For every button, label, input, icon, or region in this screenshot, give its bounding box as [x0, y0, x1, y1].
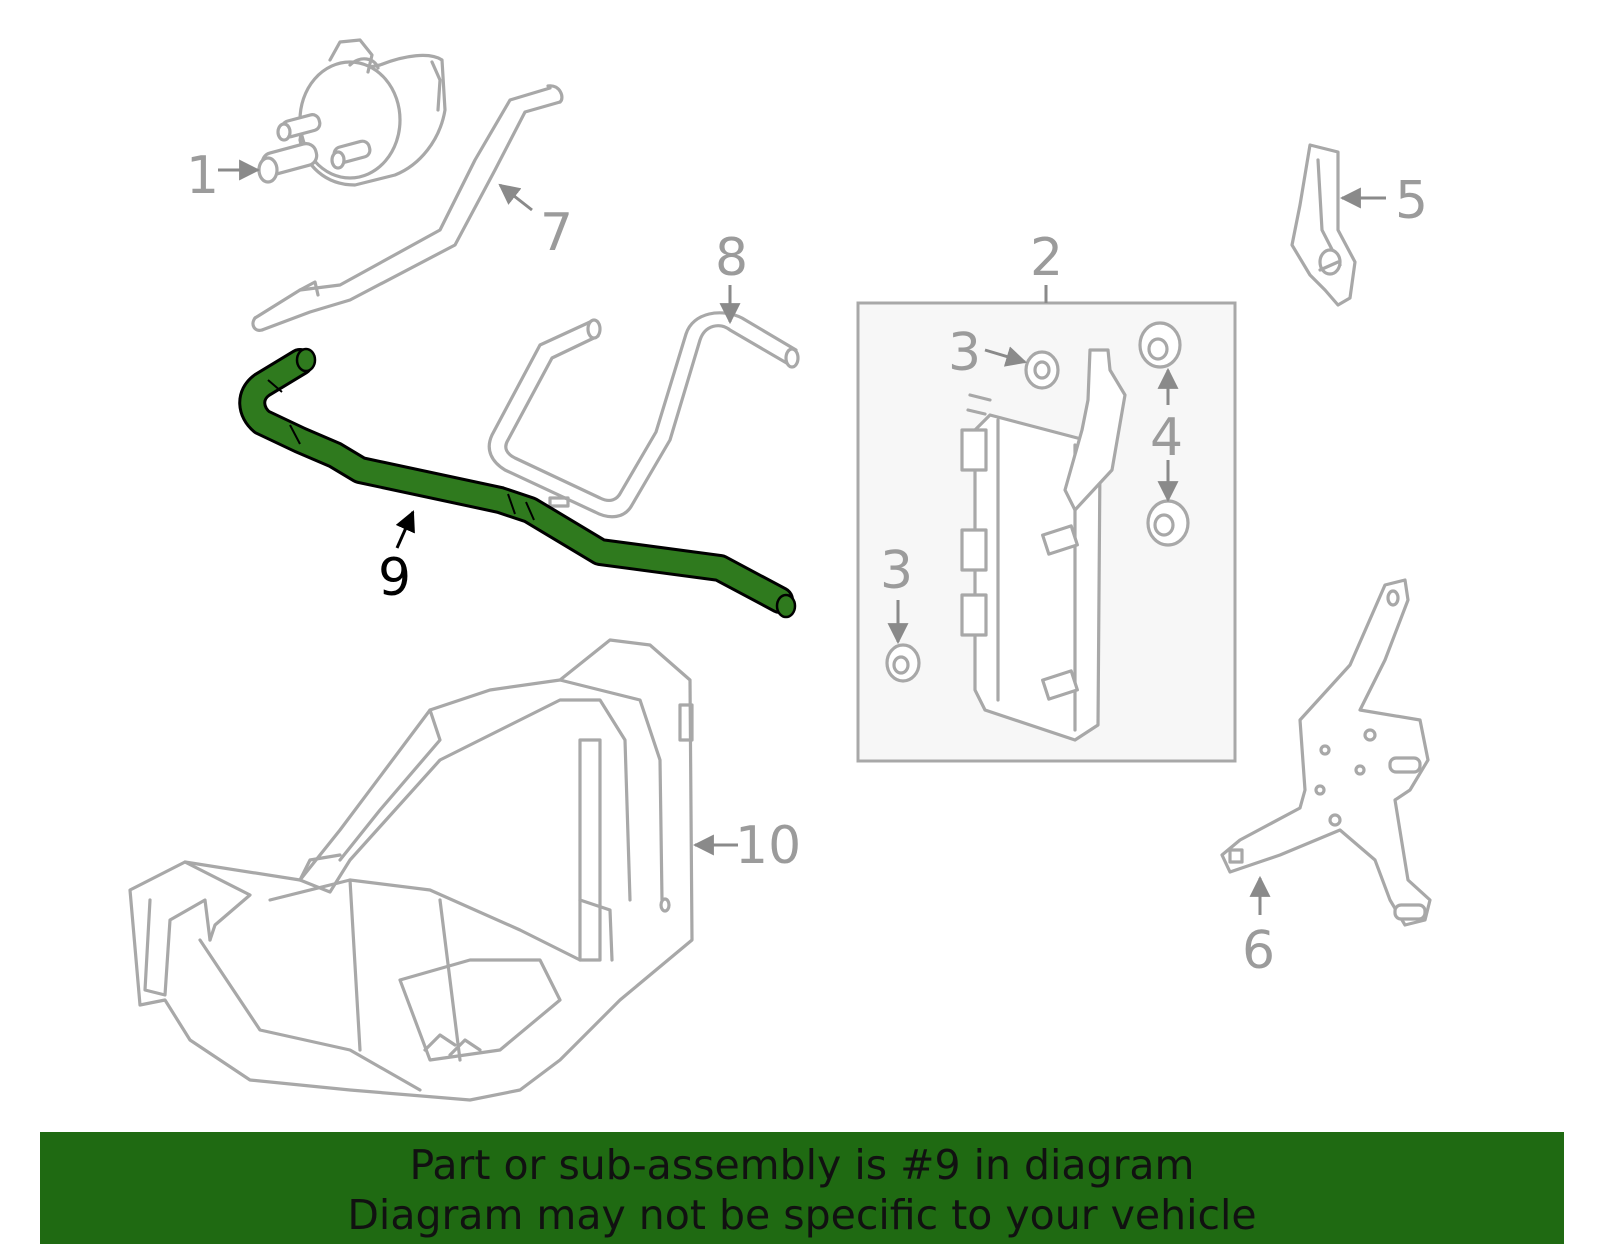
part-1-oil-cooler [257, 38, 447, 187]
part-6-bracket [1220, 578, 1432, 927]
part-2-cooler-assembly [856, 285, 1237, 763]
callout-7: 7 [540, 203, 573, 263]
callout-3-lower: 3 [880, 541, 913, 601]
part-5-bracket [1290, 143, 1357, 307]
callout-labels: 1 7 8 2 5 3 4 3 9 10 6 [186, 146, 1428, 981]
callout-9: 9 [378, 548, 411, 608]
callout-10: 10 [735, 816, 801, 876]
part-9-hose-highlighted [238, 347, 797, 619]
info-banner: Part or sub-assembly is #9 in diagram Di… [40, 1132, 1564, 1244]
callout-1: 1 [186, 146, 219, 206]
banner-line-1: Part or sub-assembly is #9 in diagram [409, 1141, 1195, 1189]
callout-2: 2 [1030, 228, 1063, 288]
part-8-hose [487, 311, 800, 519]
callout-6: 6 [1242, 921, 1275, 981]
part-7-hose [251, 84, 564, 332]
callout-5: 5 [1395, 171, 1428, 231]
callout-4: 4 [1150, 408, 1183, 468]
callout-8: 8 [715, 228, 748, 288]
part-10-shroud [128, 638, 694, 1102]
callout-3-upper: 3 [948, 323, 981, 383]
callout-leaders [218, 159, 1386, 915]
banner-line-2: Diagram may not be specific to your vehi… [347, 1191, 1257, 1239]
